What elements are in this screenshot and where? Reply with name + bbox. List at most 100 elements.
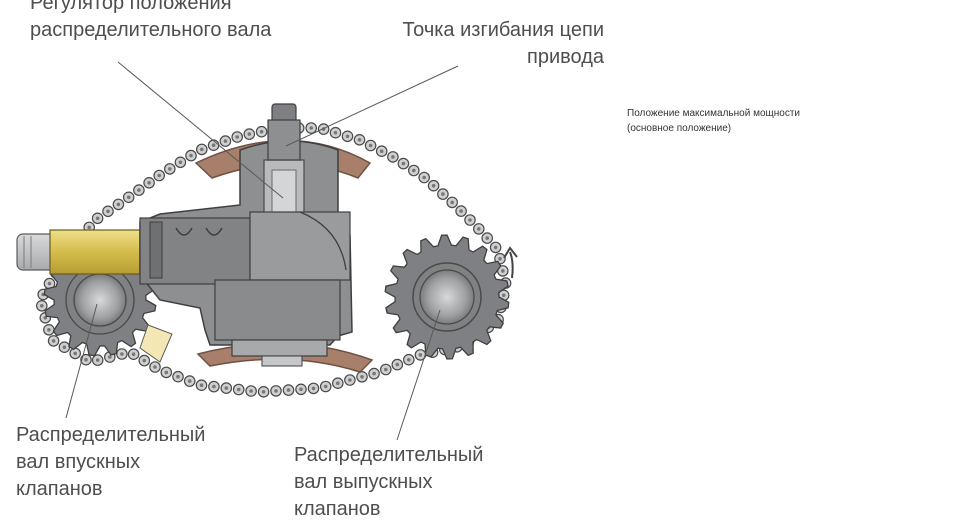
leader-line-bend-point <box>285 65 459 147</box>
chain-link-pin <box>401 161 406 166</box>
adjustment-angle-highlight <box>139 324 173 363</box>
chain-link-pin <box>126 195 131 200</box>
chain-link-pin <box>153 365 157 369</box>
chain-link-pin <box>357 138 362 142</box>
chain-link-pin <box>106 209 110 214</box>
chain-link-pin <box>348 378 352 382</box>
chain-link-pin <box>212 384 216 389</box>
exhaust-camshaft-bore <box>419 269 475 325</box>
chain-link-pin <box>459 209 463 213</box>
chain-link-pin <box>249 389 253 393</box>
chain-link-pin <box>51 339 56 343</box>
chain-link-pin <box>199 383 204 388</box>
chain-link-pin <box>286 388 291 392</box>
chain-link-pin <box>395 362 400 367</box>
chain-link-pin <box>62 345 67 350</box>
chain-link-pin <box>247 132 252 136</box>
regulator-label-line-2: распределительного вала <box>30 19 272 41</box>
chain-link-pin <box>235 135 239 139</box>
camshaft-position-regulator <box>139 103 353 367</box>
chain-link-pin <box>142 358 147 363</box>
leader-line-regulator <box>117 61 284 199</box>
chain-link-pin <box>131 352 136 357</box>
position-note-line-1: Положение максимальной мощности <box>627 108 800 119</box>
chain-link-pin <box>360 375 364 379</box>
intake-camshaft-bore <box>73 273 127 327</box>
intake-camshaft-label: Распределительный вал впускных клапанов <box>16 422 205 503</box>
chain-link-pin <box>261 390 266 394</box>
chain-link-pin <box>412 168 416 173</box>
chain-link-pin <box>333 130 338 135</box>
chain-link-pin <box>178 160 183 165</box>
intake-label-line-1: Распределительный <box>16 424 206 446</box>
chain-link-pin <box>84 357 88 362</box>
chain-link-pin <box>485 236 490 240</box>
chain-link-pin <box>372 371 376 376</box>
chain-link-pin <box>137 188 141 192</box>
chain-link-pin <box>477 227 481 231</box>
exhaust-label-line-3: клапанов <box>294 498 381 520</box>
intake-label-line-2: вал впускных <box>16 451 141 473</box>
chain-link-pin <box>441 192 445 196</box>
chain-link-pin <box>176 374 180 379</box>
intake-label-line-3: клапанов <box>16 478 103 500</box>
bend-point-label-line-2: привода <box>526 46 604 68</box>
chain-link-pin <box>345 134 350 139</box>
position-note: Положение максимальной мощности (основно… <box>627 106 800 136</box>
chain-link-pin <box>187 379 192 383</box>
chain-link-pin <box>147 181 151 185</box>
chain-link-pin <box>47 281 52 286</box>
chain-link-pin <box>164 370 169 375</box>
chain-link-pin <box>368 143 373 148</box>
chain-link-pin <box>418 353 423 357</box>
chain-link-pin <box>309 126 314 130</box>
chain-link-pin <box>501 269 505 273</box>
chain-link-pin <box>468 218 472 222</box>
chain-link-pin <box>450 200 455 205</box>
chain-link-pin <box>422 175 427 180</box>
chain-link-pin <box>236 387 241 392</box>
chain-link-pin <box>224 386 229 390</box>
bend-point-label: Точка изгибания цепи привода <box>402 17 604 71</box>
chain-link-pin <box>384 367 388 372</box>
bend-point-label-line-1: Точка изгибания цепи <box>402 19 604 41</box>
exhaust-label-line-1: Распределительный <box>294 444 484 466</box>
chain-link-pin <box>223 139 228 143</box>
chain-link-pin <box>157 173 161 178</box>
chain-link-pin <box>336 381 340 386</box>
regulator-label: Регулятор положения распределительного в… <box>30 0 271 44</box>
chain-link-pin <box>391 155 395 159</box>
chain-direction-arrow <box>509 251 514 279</box>
chain-link-pin <box>116 202 121 207</box>
chain-link-pin <box>493 245 498 250</box>
chain-link-pin <box>501 293 506 298</box>
chain-link-pin <box>323 384 328 389</box>
chain-link-pin <box>274 389 278 393</box>
exhaust-label-line-2: вал выпускных <box>294 471 433 493</box>
chain-link-pin <box>40 304 44 308</box>
position-note-line-2: (основное положение) <box>627 123 732 134</box>
chain-direction-arrowhead <box>503 246 518 259</box>
chain-link-pin <box>108 355 112 359</box>
chain-link-pin <box>87 225 91 230</box>
chain-link-pin <box>120 352 124 356</box>
chain-link-pin <box>189 153 193 158</box>
chain-link-pin <box>431 183 436 188</box>
chain-link-pin <box>259 129 264 134</box>
chain-link-pin <box>379 149 384 153</box>
camshaft-pin <box>16 229 141 275</box>
chain-link-pin <box>498 256 502 261</box>
chain-link-pin <box>168 167 172 171</box>
chain-link-pin <box>211 143 216 147</box>
regulator-label-line-1: Регулятор положения <box>30 0 232 14</box>
chain-link-pin <box>95 358 100 362</box>
chain-link-pin <box>407 357 411 362</box>
chain-link-pin <box>73 351 77 356</box>
chain-link-pin <box>200 147 204 152</box>
exhaust-camshaft-label: Распределительный вал выпускных клапанов <box>294 442 483 523</box>
chain-link-pin <box>311 386 316 391</box>
leader-line-exhaust <box>396 309 441 441</box>
chain-link-pin <box>95 216 100 221</box>
chain-link-pin <box>299 387 303 392</box>
